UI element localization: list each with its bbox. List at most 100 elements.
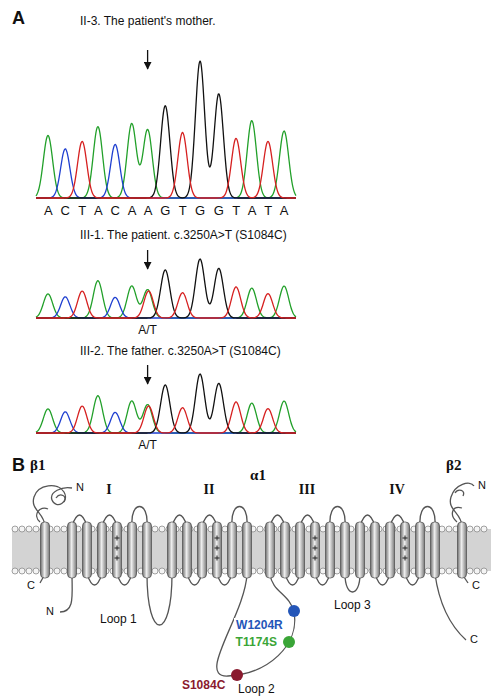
charge-sign	[403, 546, 408, 551]
terminus-label: C	[470, 633, 478, 646]
lipid-head	[33, 526, 39, 532]
helix-segment	[68, 522, 77, 578]
domain-number: II	[204, 482, 215, 499]
lipid-head	[446, 568, 452, 574]
trace-caption: III-1. The patient. c.3250A>T (S1084C)	[80, 228, 287, 242]
trace-caption: III-2. The father. c.3250A>T (S1084C)	[80, 344, 281, 358]
charge-sign	[313, 546, 318, 551]
mutation-label: S1084C	[180, 678, 227, 692]
position-arrow	[147, 50, 148, 69]
ig-fold	[37, 495, 65, 522]
lipid-head	[12, 526, 18, 532]
terminus-label: N	[478, 479, 486, 492]
lipid-head	[467, 526, 473, 532]
helix-segment	[113, 522, 122, 578]
lipid-head	[474, 526, 480, 532]
mutation-label: T1174S	[234, 635, 279, 649]
charge-sign	[215, 556, 220, 561]
helix-segment	[183, 522, 192, 578]
panel-letter: B	[12, 455, 25, 477]
helix-segment	[371, 522, 380, 578]
charge-sign	[403, 536, 408, 541]
helix-segment	[243, 522, 252, 578]
trace-curve	[36, 259, 296, 318]
trace-curve	[36, 287, 296, 318]
loop-label: Loop 2	[238, 682, 275, 696]
panel-letter: A	[12, 8, 25, 30]
charge-sign	[115, 546, 120, 551]
lipid-head	[12, 568, 18, 574]
lipid-head	[19, 568, 25, 574]
lipid-head	[481, 526, 487, 532]
helix-segment	[458, 522, 467, 578]
helix-segment	[213, 522, 222, 578]
helix-segment	[41, 522, 50, 578]
helix-segment	[168, 522, 177, 578]
trace-curve	[36, 133, 296, 198]
helix-segment	[228, 522, 237, 578]
helix-segment	[98, 522, 107, 578]
trace-curve	[36, 412, 296, 433]
trace-curve	[36, 374, 296, 433]
trace-curve	[36, 396, 296, 433]
lipid-head	[152, 526, 158, 532]
lipid-head	[19, 526, 25, 532]
terminus-label: C	[472, 579, 480, 592]
lipid-head	[467, 568, 473, 574]
terminus-label: N	[76, 481, 84, 494]
trace-curve	[36, 297, 296, 318]
lipid-head	[54, 568, 60, 574]
mutation-dot	[283, 636, 295, 648]
terminus-label: C	[27, 579, 35, 592]
helix-segment	[431, 522, 440, 578]
ig-domain	[33, 486, 72, 526]
charge-sign	[313, 536, 318, 541]
lipid-head	[257, 568, 263, 574]
c-terminus	[435, 574, 466, 640]
mutation-dot	[288, 605, 300, 617]
charge-sign	[313, 556, 318, 561]
helix-segment	[326, 522, 335, 578]
domain-number: I	[106, 482, 111, 499]
lipid-head	[474, 568, 480, 574]
ig-domain	[450, 483, 474, 526]
lipid-head	[33, 568, 39, 574]
n-terminus	[60, 574, 72, 612]
mutation-label: W1204R	[234, 618, 285, 632]
charge-sign	[115, 536, 120, 541]
subunit-name: α1	[250, 466, 266, 484]
trace-curve	[36, 144, 296, 198]
trace-curve	[36, 281, 296, 318]
lipid-head	[54, 526, 60, 532]
loop-1	[147, 574, 172, 625]
sequence: A C T A C A A G T G G T A T A	[44, 203, 288, 219]
trace-curve	[36, 402, 296, 433]
terminus-label: N	[46, 605, 54, 618]
position-arrow	[147, 250, 148, 269]
trace-curve	[36, 121, 296, 198]
helix-segment	[356, 522, 365, 578]
helix-segment	[281, 522, 290, 578]
helix-segment	[128, 522, 137, 578]
trace-curve	[36, 61, 296, 198]
helix-segment	[296, 522, 305, 578]
helix-segment	[341, 522, 350, 578]
subunit-name: β1	[30, 456, 45, 474]
helix-segment	[386, 522, 395, 578]
genotype-label: A/T	[138, 323, 157, 337]
charge-sign	[215, 536, 220, 541]
helix-segment	[416, 522, 425, 578]
ig-fold	[452, 490, 463, 522]
position-arrow	[147, 365, 148, 384]
lipid-head	[61, 526, 67, 532]
helix-segment	[311, 522, 320, 578]
subunit-name: β2	[446, 456, 461, 474]
lipid-head	[481, 568, 487, 574]
helix-segment	[143, 522, 152, 578]
lipid-head	[257, 526, 263, 532]
lipid-head	[26, 526, 32, 532]
helix-segment	[266, 522, 275, 578]
trace-caption: II-3. The patient's mother.	[80, 14, 215, 28]
channel-illustration	[12, 483, 491, 676]
lipid-head	[159, 526, 165, 532]
